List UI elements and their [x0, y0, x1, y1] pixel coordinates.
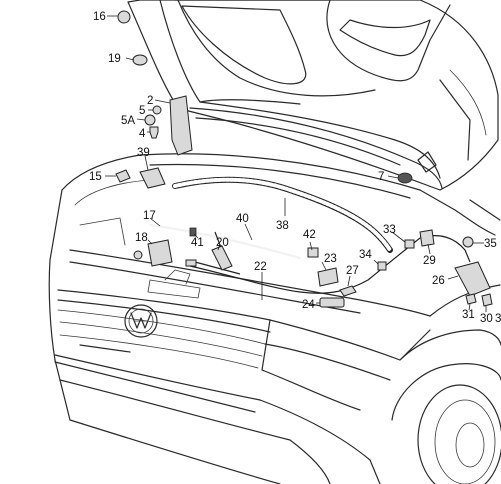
- callout-7: 7: [378, 171, 384, 183]
- callout-2: 2: [147, 95, 153, 107]
- hood-seal: [172, 176, 393, 253]
- part-2-hinge: [169, 95, 193, 156]
- leader-lines: [105, 15, 487, 312]
- part-34-clip: [377, 261, 387, 271]
- callout-22: 22: [254, 261, 267, 273]
- callout-4: 4: [139, 128, 146, 140]
- part-31-bolt: [465, 293, 477, 305]
- callout-5a: 5A: [121, 115, 135, 127]
- callout-34: 34: [359, 249, 372, 261]
- part-5-bolt: [152, 105, 162, 115]
- callout-42: 42: [303, 229, 316, 241]
- callout-5: 5: [139, 105, 145, 117]
- callout-26: 26: [432, 275, 445, 287]
- callout-19: 19: [108, 53, 121, 65]
- part-23-connector: [317, 267, 339, 287]
- parts: [115, 10, 493, 308]
- part-7-buffer: [397, 172, 413, 184]
- callout-29: 29: [423, 255, 436, 267]
- callout-39: 39: [137, 147, 150, 159]
- callout-38: 38: [276, 220, 289, 232]
- part-33-clip: [404, 239, 415, 249]
- callout-3: 3: [495, 313, 501, 325]
- part-15-clip: [115, 169, 131, 183]
- car-body: [48, 153, 501, 484]
- part-19-grommet: [132, 54, 148, 66]
- part-5a-nut: [144, 114, 156, 126]
- callout-27: 27: [346, 265, 359, 277]
- part-18-knob: [133, 250, 143, 260]
- callout-18: 18: [135, 232, 148, 244]
- part-26-lock: [454, 261, 491, 297]
- part-18-release-lever: [147, 239, 173, 267]
- part-24-sleeve: [319, 297, 345, 308]
- part-22-nipple: [185, 259, 197, 267]
- callout-23: 23: [324, 253, 337, 265]
- callout-labels: 16 19 2 5 5A 4 39 15 7 17 40 38 33 35 18…: [89, 11, 501, 325]
- part-39-prop-holder: [139, 167, 166, 189]
- release-cables: [149, 223, 471, 294]
- callout-20: 20: [216, 237, 229, 249]
- part-20-bracket: [211, 245, 233, 271]
- hood: [127, 0, 499, 191]
- part-29-clamp: [419, 229, 435, 247]
- callout-15: 15: [89, 171, 102, 183]
- callout-30: 30: [480, 313, 493, 325]
- callout-33: 33: [383, 224, 396, 236]
- part-42-clip: [307, 247, 319, 258]
- part-35-grommet: [462, 236, 474, 248]
- callout-17: 17: [143, 210, 156, 222]
- callout-24: 24: [302, 299, 315, 311]
- callout-31: 31: [462, 309, 475, 321]
- part-16-bump-stop: [117, 10, 131, 24]
- part-30-bolt: [481, 293, 493, 307]
- callout-16: 16: [93, 11, 106, 23]
- part-4-screw: [149, 126, 159, 139]
- part-27-cable-end: [339, 285, 357, 297]
- callout-35: 35: [484, 238, 497, 250]
- callout-40: 40: [236, 213, 249, 225]
- callout-41: 41: [191, 237, 204, 249]
